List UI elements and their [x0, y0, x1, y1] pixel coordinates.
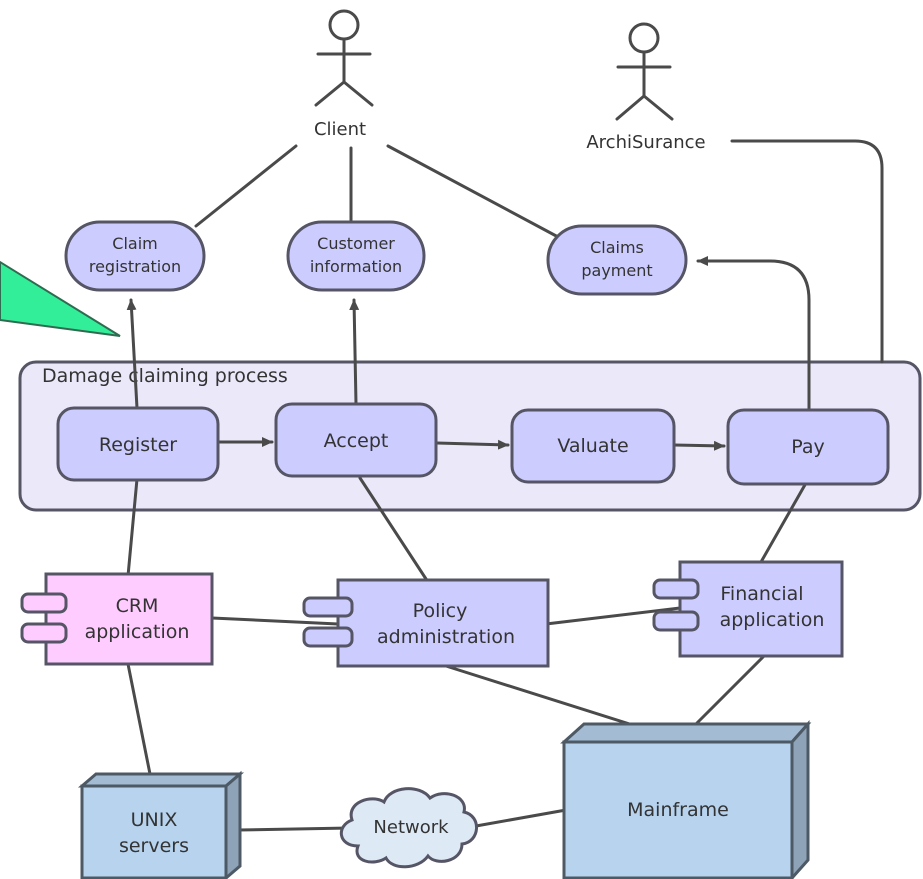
node-label-line2: servers [119, 835, 189, 857]
edge-accept-valuate [435, 439, 510, 450]
client-actor[interactable]: Client [314, 9, 374, 140]
service-label-line1: Claims [590, 238, 644, 257]
mainframe-label: Mainframe [627, 799, 729, 821]
node-label-line1: UNIX [131, 809, 178, 831]
component-label-line1: CRM [116, 595, 159, 617]
financial-application-component[interactable]: Financial application [652, 560, 844, 658]
actor-icon [314, 9, 374, 107]
cloud-icon [340, 787, 478, 869]
customer-information-service[interactable]: Customer information [286, 220, 426, 292]
unix-servers-node[interactable]: UNIX servers [77, 770, 245, 879]
service-label-line2: registration [89, 257, 181, 276]
step-label: Accept [324, 430, 389, 452]
edge-client-claim-registration [194, 144, 298, 228]
service-label-line1: Customer [317, 234, 395, 253]
edge-pay-financial [759, 481, 808, 564]
callout-pointer [0, 260, 121, 337]
actor-icon [615, 22, 674, 121]
component-icon [20, 592, 68, 614]
mainframe-node[interactable]: Mainframe [560, 720, 812, 879]
component-label-line2: application [85, 621, 190, 643]
crm-application-component[interactable]: CRM application [20, 572, 214, 666]
edge-register-crm [126, 477, 139, 578]
step-label: Register [99, 434, 177, 456]
network-cloud[interactable]: Network [340, 787, 478, 869]
claim-registration-service[interactable]: Claim registration [64, 220, 206, 292]
process-title: Damage claiming process [42, 365, 288, 387]
edge-pay-claims-payment [696, 256, 811, 412]
policy-administration-component[interactable]: Policy administration [302, 578, 550, 668]
edge-register-claim-registration [126, 298, 139, 410]
edge-accept-customer-information [349, 298, 360, 406]
archisurance-label: ArchiSurance [586, 132, 705, 153]
component-icon [302, 596, 354, 618]
edge-archisurance-process [730, 139, 884, 364]
step-label: Valuate [557, 435, 628, 457]
network-label: Network [373, 817, 449, 838]
component-label-line2: application [720, 609, 825, 631]
client-label: Client [314, 119, 366, 140]
archisurance-actor[interactable]: ArchiSurance [586, 22, 706, 153]
edge-client-claims-payment [386, 144, 562, 240]
step-label: Pay [791, 436, 825, 458]
edge-crm-policy [210, 616, 340, 626]
damage-claiming-process-container [18, 360, 922, 512]
claims-payment-service[interactable]: Claims payment [546, 224, 688, 296]
edge-crm-unix [126, 662, 154, 786]
component-label-line2: administration [377, 626, 515, 648]
service-label-line2: information [310, 257, 402, 276]
component-label-line1: Policy [413, 600, 468, 622]
component-icon [652, 578, 700, 600]
process-step-accept[interactable]: Accept [274, 402, 438, 478]
service-label-line1: Claim [112, 234, 157, 253]
edge-valuate-pay [672, 440, 726, 451]
process-step-valuate[interactable]: Valuate [510, 408, 676, 484]
edge-network-mainframe [474, 808, 568, 828]
component-label-line1: Financial [720, 583, 803, 605]
edge-policy-financial [544, 606, 682, 626]
process-step-pay[interactable]: Pay [726, 408, 890, 486]
edge-unix-network [236, 826, 352, 832]
process-step-register[interactable]: Register [56, 406, 220, 482]
edge-accept-policy [358, 476, 430, 584]
service-label-line2: payment [581, 261, 652, 280]
